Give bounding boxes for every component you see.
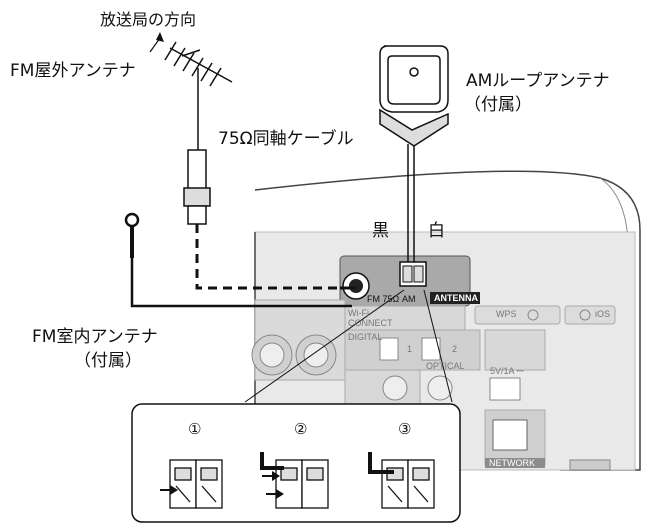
- coax-label: 75Ω同軸ケーブル: [218, 129, 354, 149]
- step-1-number: ①: [188, 420, 202, 438]
- input-1-label: 1: [407, 344, 413, 354]
- step-3-terminal: [368, 452, 435, 509]
- optical-label: OPTICAL: [426, 361, 465, 371]
- fm-outdoor-label: FM屋外アンテナ: [10, 61, 136, 81]
- connect-label: CONNECT: [348, 318, 393, 328]
- direction-label: 放送局の方向: [100, 10, 197, 29]
- fm-port-label: FM 75Ω: [367, 294, 400, 304]
- step-2-number: ②: [294, 420, 308, 438]
- step-3-number: ③: [398, 420, 412, 438]
- step-1-terminal: [160, 459, 223, 509]
- input-2-label: 2: [452, 344, 458, 354]
- am-loop-label: AMループアンテナ: [466, 71, 610, 91]
- wps-label: WPS: [496, 309, 517, 319]
- ios-label: iOS: [595, 309, 611, 319]
- coax-cable: [183, 149, 340, 290]
- am-mark-label: AM: [402, 294, 416, 304]
- step-2-terminal: [260, 452, 329, 509]
- fm-indoor-supplied-label: （付属）: [74, 351, 142, 371]
- antenna-label: ANTENNA: [434, 293, 478, 303]
- am-terminal: [399, 261, 427, 287]
- usb-rating-label: 5V/1A ⎓: [490, 366, 524, 376]
- digital-label: DIGITAL: [348, 332, 383, 342]
- callout-lines: [244, 289, 453, 403]
- fm-indoor-antenna: [124, 212, 352, 308]
- fm-indoor-label: FM室内アンテナ: [32, 327, 158, 347]
- white-label: 白: [428, 221, 445, 241]
- am-loop-supplied-label: （付属）: [464, 95, 532, 115]
- fm-outdoor-antenna: [164, 41, 233, 150]
- wifi-label: Wi-Fi: [348, 308, 369, 318]
- direction-arrow: [149, 32, 164, 53]
- network-label: NETWORK: [489, 458, 535, 468]
- am-loop-antenna: [379, 45, 449, 264]
- fm-port: [340, 272, 370, 300]
- black-label: 黒: [372, 221, 389, 241]
